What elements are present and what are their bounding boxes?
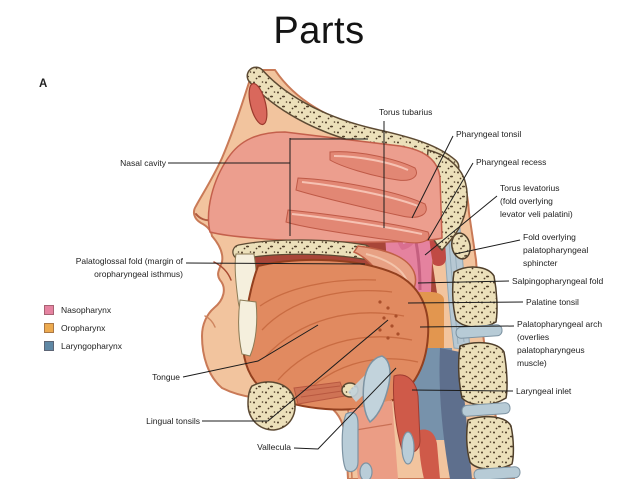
slide-title: Parts [273, 10, 365, 52]
airway [350, 400, 398, 479]
label-torus-tubarius: Torus tubarius [379, 107, 433, 117]
frontal-sinus [248, 82, 268, 126]
label-tongue: Tongue [152, 372, 180, 382]
mandible-bone [247, 381, 296, 431]
nasopharynx-swatch [44, 305, 54, 315]
legend-label: Oropharynx [61, 323, 106, 333]
legend-label: Laryngopharynx [61, 341, 122, 351]
label-fold-overlying-sphincter: Fold overlying palatopharyngeal sphincte… [523, 232, 589, 268]
esophagus [419, 429, 440, 479]
figure-label: A [39, 78, 48, 90]
label-torus-levatorius: Torus levatorius (fold overlying levator… [500, 183, 573, 219]
label-palatine-tonsil: Palatine tonsil [526, 297, 579, 307]
larynx [341, 355, 421, 479]
oropharynx-swatch [44, 323, 54, 333]
label-nasal-cavity: Nasal cavity [120, 158, 166, 168]
lingual-tonsil-dots [378, 300, 400, 340]
leader-lines [168, 121, 524, 450]
label-vallecula: Vallecula [257, 442, 291, 452]
legend-label: Nasopharynx [61, 305, 112, 315]
nasal-cavity-bracket [168, 138, 368, 236]
legend-item-oropharynx: Oropharynx [44, 319, 122, 337]
label-laryngeal-inlet: Laryngeal inlet [516, 386, 572, 396]
retropharyngeal-strip [439, 348, 472, 479]
mandible-and-floor [238, 299, 359, 431]
legend-item-nasopharynx: Nasopharynx [44, 301, 122, 319]
middle-concha [295, 177, 427, 218]
superior-concha [329, 151, 417, 181]
pharynx-legend: Nasopharynx Oropharynx Laryngopharynx [44, 301, 122, 355]
label-pharyngeal-tonsil: Pharyngeal tonsil [456, 129, 522, 139]
lower-incisor [238, 299, 258, 357]
label-lingual-tonsils: Lingual tonsils [146, 416, 200, 426]
label-palatoglossal-fold: Palatoglossal fold (margin of oropharyng… [75, 256, 183, 279]
laryngopharynx-swatch [44, 341, 54, 351]
legend-item-laryngopharynx: Laryngopharynx [44, 337, 122, 355]
thyroid-cartilage [341, 411, 359, 473]
label-palatopharyngeal-arch: Palatopharyngeal arch (overlies palatoph… [517, 319, 603, 368]
nasal-cavity-region [207, 131, 443, 244]
label-pharyngeal-recess: Pharyngeal recess [476, 157, 547, 167]
epiglottis [362, 355, 391, 424]
label-salpingopharyngeal-fold: Salpingopharyngeal fold [512, 276, 604, 286]
cricoid-cartilage [401, 431, 415, 465]
